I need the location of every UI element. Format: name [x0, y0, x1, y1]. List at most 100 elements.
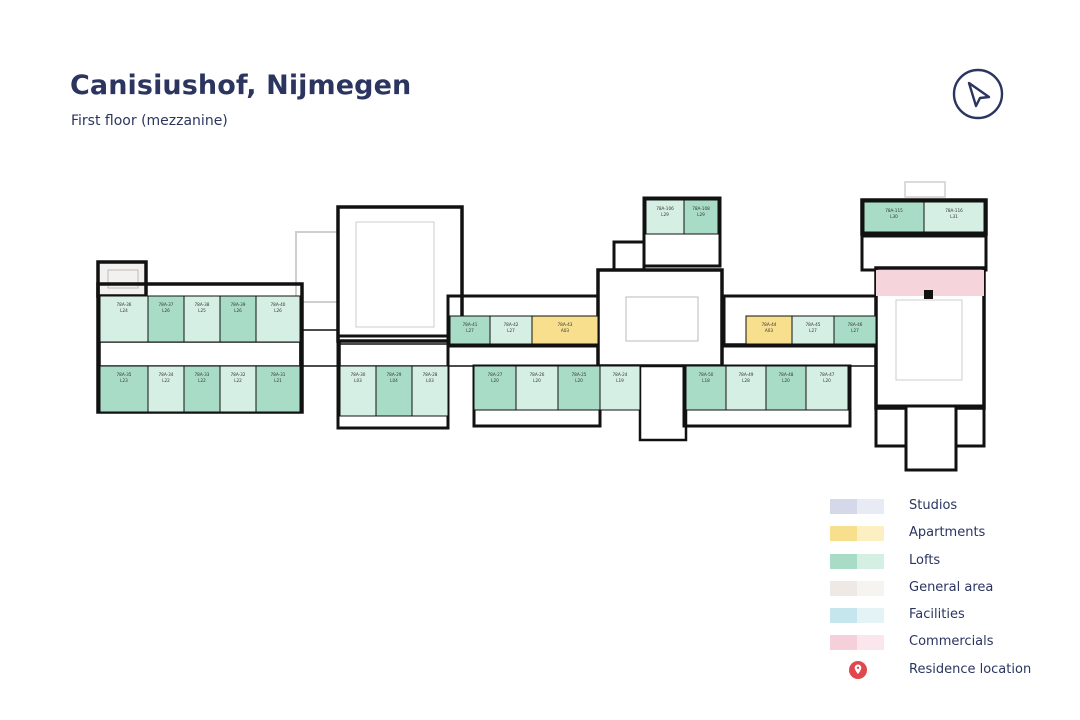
north-arrow-icon [952, 68, 1004, 120]
room-type: L27 [809, 328, 817, 333]
legend-swatch [830, 499, 884, 514]
legend-item: General area [830, 578, 1070, 605]
legend-label: Facilities [909, 607, 965, 623]
room-number: 78A-33 [195, 372, 210, 377]
room-number: 78A-40 [271, 302, 286, 307]
room-number: 78A-37 [159, 302, 174, 307]
room-number: 78A-29 [387, 372, 402, 377]
room-fill [923, 201, 985, 233]
legend-label: Lofts [909, 552, 941, 568]
room-fill [805, 365, 849, 411]
room-fill [219, 365, 257, 413]
legend-label: Commercials [909, 634, 994, 650]
room-number: 78A-26 [530, 372, 545, 377]
room-number: 78A-43 [558, 322, 573, 327]
legend-swatch [830, 635, 884, 651]
room-type: L20 [823, 378, 831, 383]
legend-swatch [830, 608, 884, 624]
legend-item: Apartments [830, 523, 1070, 550]
legend-item: Commercials [830, 632, 1070, 659]
room-type: L25 [198, 308, 206, 313]
room-fill [515, 365, 559, 411]
room-type: L26 [234, 308, 242, 313]
room-number: 78A-41 [463, 322, 478, 327]
room-fill [99, 295, 149, 343]
room-fill [833, 315, 877, 345]
room-fill [745, 315, 793, 345]
room-fill [99, 365, 149, 413]
room-number: 78A-116 [945, 208, 963, 213]
room-type: L27 [466, 328, 474, 333]
room-fill [219, 295, 257, 343]
legend-label: General area [909, 579, 994, 595]
room-type: L03 [426, 378, 434, 383]
room-number: 78A-34 [159, 372, 174, 377]
room-type: L03 [354, 378, 362, 383]
location-pin-icon [849, 660, 867, 679]
legend-item: Facilities [830, 605, 1070, 632]
room-type: L23 [120, 378, 128, 383]
room-fill [489, 315, 533, 345]
room-number: 78A-36 [117, 302, 132, 307]
room-type: L20 [575, 378, 583, 383]
room-fill [683, 199, 719, 235]
room-number: 78A-115 [885, 208, 903, 213]
room-number: 78A-108 [692, 206, 710, 211]
room-number: 78A-44 [762, 322, 777, 327]
room-fill [765, 365, 807, 411]
legend-label: Residence location [909, 661, 1032, 677]
room-number: 78A-32 [231, 372, 246, 377]
room-number: 78A-27 [488, 372, 503, 377]
room-type: L20 [782, 378, 790, 383]
room-type: L22 [162, 378, 170, 383]
room-fill [863, 201, 925, 233]
room-type: L04 [390, 378, 398, 383]
room-fill [557, 365, 601, 411]
room-type: L26 [274, 308, 282, 313]
room-number: 78A-28 [423, 372, 438, 377]
floor-subtitle: First floor (mezzanine) [71, 113, 228, 129]
legend-item: Lofts [830, 551, 1070, 578]
room-type: L22 [234, 378, 242, 383]
room-number: 78A-47 [820, 372, 835, 377]
room-type: L20 [491, 378, 499, 383]
room-number: 78A-35 [117, 372, 132, 377]
room-fill [255, 295, 301, 343]
room-type: L29 [697, 212, 705, 217]
room-type: L27 [851, 328, 859, 333]
room-type: A03 [561, 328, 570, 333]
